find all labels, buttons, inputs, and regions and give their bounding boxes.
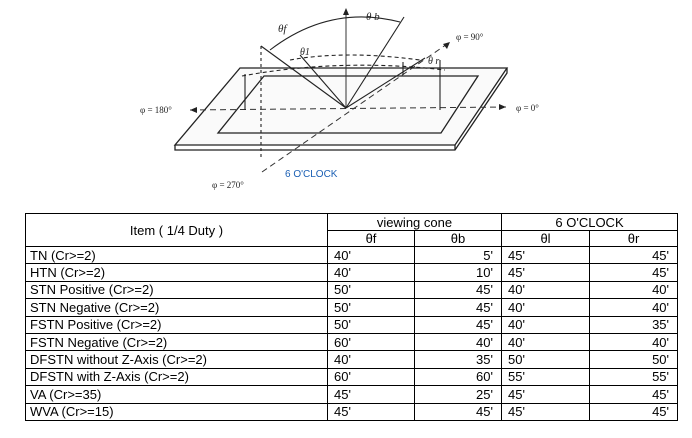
lcd-panel xyxy=(173,67,509,151)
label-theta-b: θ b xyxy=(366,11,380,23)
viewing-angle-table: Item ( 1/4 Duty ) viewing cone 6 O'CLOCK… xyxy=(25,213,679,422)
row-value: 40' xyxy=(414,332,502,352)
row-value: 60' xyxy=(327,332,415,352)
row-value: 40' xyxy=(501,332,590,352)
viewing-cone-header: viewing cone xyxy=(327,213,502,231)
row-value: 40' xyxy=(327,263,415,282)
row-value: 50' xyxy=(501,350,590,369)
row-value: 50' xyxy=(327,280,415,300)
row-item-label: DFSTN without Z-Axis (Cr>=2) xyxy=(25,350,328,369)
label-phi-270: φ = 270° xyxy=(212,180,244,190)
row-value: 45' xyxy=(327,402,415,422)
row-item-label: HTN (Cr>=2) xyxy=(25,263,328,282)
col-theta-l: θl xyxy=(501,230,590,247)
table-row: FSTN Positive (Cr>=2)50'45'40'35' xyxy=(25,315,679,334)
table-row: STN Negative (Cr>=2)50'45'40'40' xyxy=(25,298,679,317)
row-value: 40' xyxy=(327,245,415,265)
row-value: 10' xyxy=(414,263,502,282)
row-value: 50' xyxy=(327,315,415,334)
row-value: 35' xyxy=(414,350,502,369)
table-row: DFSTN without Z-Axis (Cr>=2)40'35'50'50' xyxy=(25,350,679,369)
row-value: 50' xyxy=(588,350,679,369)
clock-header: 6 O'CLOCK xyxy=(500,213,679,231)
label-theta-f: θf xyxy=(278,23,288,35)
angle-arcs xyxy=(241,16,446,77)
table-row: DFSTN with Z-Axis (Cr>=2)60'60'55'55' xyxy=(25,367,679,387)
row-value: 45' xyxy=(588,402,679,422)
row-value: 45' xyxy=(414,402,502,422)
label-theta-1: θ1 xyxy=(300,47,310,58)
row-value: 45' xyxy=(327,385,415,404)
table-row: STN Positive (Cr>=2)50'45'40'40' xyxy=(25,280,679,300)
row-value: 40' xyxy=(588,332,679,352)
row-item-label: FSTN Positive (Cr>=2) xyxy=(25,315,328,334)
row-value: 45' xyxy=(501,385,590,404)
row-value: 55' xyxy=(501,367,590,387)
row-value: 5' xyxy=(414,245,502,265)
row-value: 40' xyxy=(588,280,679,300)
row-item-label: VA (Cr>=35) xyxy=(25,385,328,404)
arrow-heads xyxy=(190,8,506,113)
axis-lines xyxy=(189,10,507,173)
row-item-label: WVA (Cr>=15) xyxy=(25,402,328,422)
col-theta-f: θf xyxy=(327,230,415,247)
row-value: 50' xyxy=(327,298,415,317)
row-item-label: FSTN Negative (Cr>=2) xyxy=(25,332,328,352)
row-item-label: TN (Cr>=2) xyxy=(25,245,328,265)
row-value: 40' xyxy=(501,298,590,317)
label-6-oclock: 6 O'CLOCK xyxy=(285,169,338,180)
label-phi-180: φ = 180° xyxy=(140,105,172,115)
col-theta-b: θb xyxy=(414,230,502,247)
table-row: TN (Cr>=2)40'5'45'45' xyxy=(25,245,679,265)
table-row: WVA (Cr>=15)45'45'45'45' xyxy=(25,402,679,422)
row-value: 40' xyxy=(501,280,590,300)
table-row: VA (Cr>=35)45'25'45'45' xyxy=(25,385,679,404)
label-phi-0: φ = 0° xyxy=(516,103,539,113)
label-theta-r: θ r xyxy=(428,56,439,67)
row-value: 55' xyxy=(588,367,679,387)
row-value: 40' xyxy=(327,350,415,369)
label-phi-90: φ = 90° xyxy=(456,32,484,42)
row-value: 45' xyxy=(588,245,679,265)
row-value: 40' xyxy=(588,298,679,317)
row-value: 45' xyxy=(414,315,502,334)
row-value: 35' xyxy=(588,315,679,334)
row-item-label: DFSTN with Z-Axis (Cr>=2) xyxy=(25,367,328,387)
viewing-angle-diagram: θ b θf θ1 θ r φ = 90° φ = 180° φ = 0° φ … xyxy=(140,8,539,190)
row-value: 40' xyxy=(501,315,590,334)
row-value: 45' xyxy=(501,402,590,422)
table-body: TN (Cr>=2)40'5'45'45'HTN (Cr>=2)40'10'45… xyxy=(25,245,679,422)
row-value: 60' xyxy=(414,367,502,387)
row-value: 45' xyxy=(588,385,679,404)
row-value: 45' xyxy=(501,263,590,282)
col-theta-r: θr xyxy=(588,230,679,247)
row-value: 45' xyxy=(501,245,590,265)
item-header: Item ( 1/4 Duty ) xyxy=(25,213,328,247)
table-row: HTN (Cr>=2)40'10'45'45' xyxy=(25,263,679,282)
row-item-label: STN Positive (Cr>=2) xyxy=(25,280,328,300)
row-value: 45' xyxy=(588,263,679,282)
row-value: 45' xyxy=(414,280,502,300)
row-item-label: STN Negative (Cr>=2) xyxy=(25,298,328,317)
row-value: 45' xyxy=(414,298,502,317)
row-value: 25' xyxy=(414,385,502,404)
viewing-cone-lines xyxy=(244,16,441,160)
table-row: FSTN Negative (Cr>=2)60'40'40'40' xyxy=(25,332,679,352)
row-value: 60' xyxy=(327,367,415,387)
